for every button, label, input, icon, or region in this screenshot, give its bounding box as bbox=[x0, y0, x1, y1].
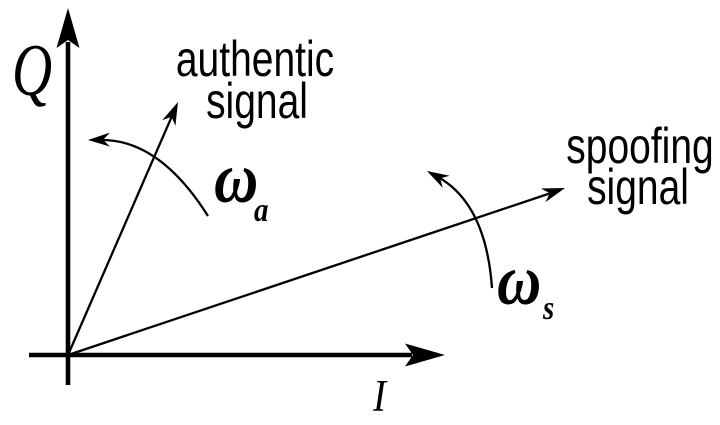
omega-a-label: ω a bbox=[214, 138, 269, 228]
omega-a-symbol: ω bbox=[214, 138, 258, 218]
q-axis-label: Q bbox=[12, 31, 52, 112]
spoofing-signal-arrowhead bbox=[540, 188, 565, 203]
omega-a-arc-arrowhead bbox=[88, 132, 111, 147]
spoofing-signal-vector bbox=[67, 188, 565, 357]
authentic-signal-label-line2: signal bbox=[206, 72, 308, 129]
omega-s-symbol: ω bbox=[497, 240, 541, 320]
omega-s-arc-arrowhead bbox=[427, 171, 450, 188]
spoofing-signal-label: spoofing signal bbox=[566, 117, 713, 215]
i-axis-arrowhead bbox=[405, 343, 445, 367]
omega-a-rotation-arrow bbox=[88, 132, 209, 217]
i-axis bbox=[29, 343, 445, 367]
omega-s-rotation-arc bbox=[437, 175, 494, 289]
omega-a-rotation-arc bbox=[101, 138, 209, 217]
omega-s-label: ω s bbox=[497, 240, 554, 326]
spoofing-signal-label-line2: signal bbox=[587, 158, 689, 215]
i-axis-label: I bbox=[372, 371, 388, 422]
omega-s-rotation-arrow bbox=[427, 171, 494, 289]
omega-a-subscript: a bbox=[254, 191, 269, 229]
spoofing-signal-vector-line bbox=[67, 191, 552, 357]
spoofing-signal-label-line1: spoofing bbox=[566, 117, 713, 174]
authentic-signal-label-line1: authentic bbox=[176, 30, 334, 87]
omega-s-subscript: s bbox=[542, 289, 554, 327]
q-axis bbox=[56, 8, 80, 385]
authentic-signal-vector-line bbox=[66, 115, 174, 356]
authentic-signal-arrowhead bbox=[162, 102, 178, 126]
authentic-signal-vector bbox=[66, 102, 178, 356]
q-axis-arrowhead bbox=[56, 8, 80, 48]
authentic-signal-label: authentic signal bbox=[176, 30, 334, 129]
